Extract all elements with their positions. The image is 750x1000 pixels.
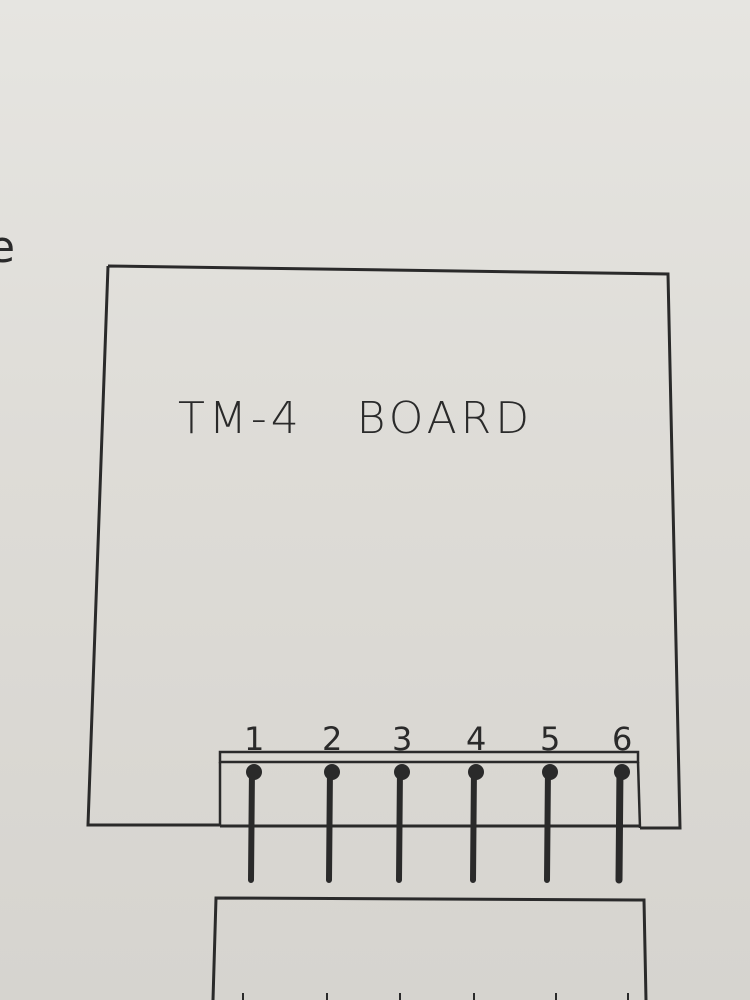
connector-header — [218, 750, 642, 829]
pin-2: 2 — [322, 720, 342, 883]
pin-head — [246, 764, 262, 780]
pin-number-label: 2 — [322, 720, 342, 758]
pin-5: 5 — [540, 720, 560, 883]
pin-head — [324, 764, 340, 780]
pin-number-label: 1 — [244, 720, 264, 758]
connector-pins: 1 2 3 4 5 6 — [244, 720, 632, 884]
pin-number-label: 4 — [466, 720, 486, 758]
pin-number-label: 3 — [392, 720, 412, 758]
pin-head — [542, 764, 558, 780]
lower-component-ticks — [242, 993, 629, 1000]
pin-number-label: 5 — [540, 720, 560, 758]
pin-head — [394, 764, 410, 780]
pin-number-label: 6 — [612, 720, 632, 758]
pin-4: 4 — [466, 720, 486, 883]
lower-component-outline — [211, 896, 648, 1000]
board-title: TM-4 BOARD — [178, 393, 534, 444]
pin-1: 1 — [244, 720, 264, 883]
board-outline — [86, 264, 682, 830]
pin-head — [614, 764, 630, 780]
pin-6: 6 — [612, 720, 632, 884]
pin-head — [468, 764, 484, 780]
pin-3: 3 — [392, 720, 412, 883]
cut-off-text-fragment: e — [0, 222, 16, 273]
